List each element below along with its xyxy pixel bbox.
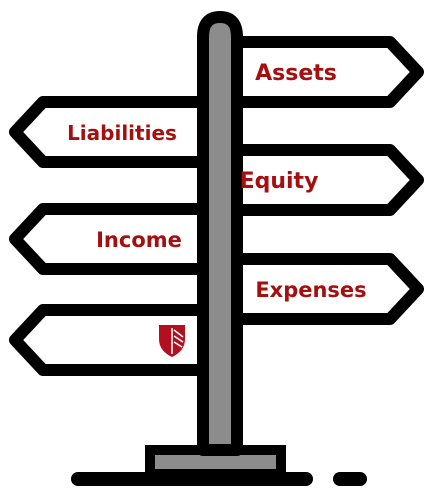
shield-logo-icon (159, 325, 185, 357)
sign-assets-label: Assets (255, 61, 337, 86)
sign-equity-label: Equity (240, 169, 319, 194)
sign-liabilities-label: Liabilities (67, 121, 177, 145)
sign-logo (9, 304, 209, 376)
sign-expenses-label: Expenses (255, 278, 366, 302)
sign-equity: Equity (231, 144, 424, 216)
sign-assets: Assets (231, 36, 424, 108)
sign-income-label: Income (96, 228, 182, 252)
sign-expenses: Expenses (231, 253, 424, 325)
sign-liabilities: Liabilities (9, 96, 209, 168)
sign-income: Income (9, 203, 209, 275)
